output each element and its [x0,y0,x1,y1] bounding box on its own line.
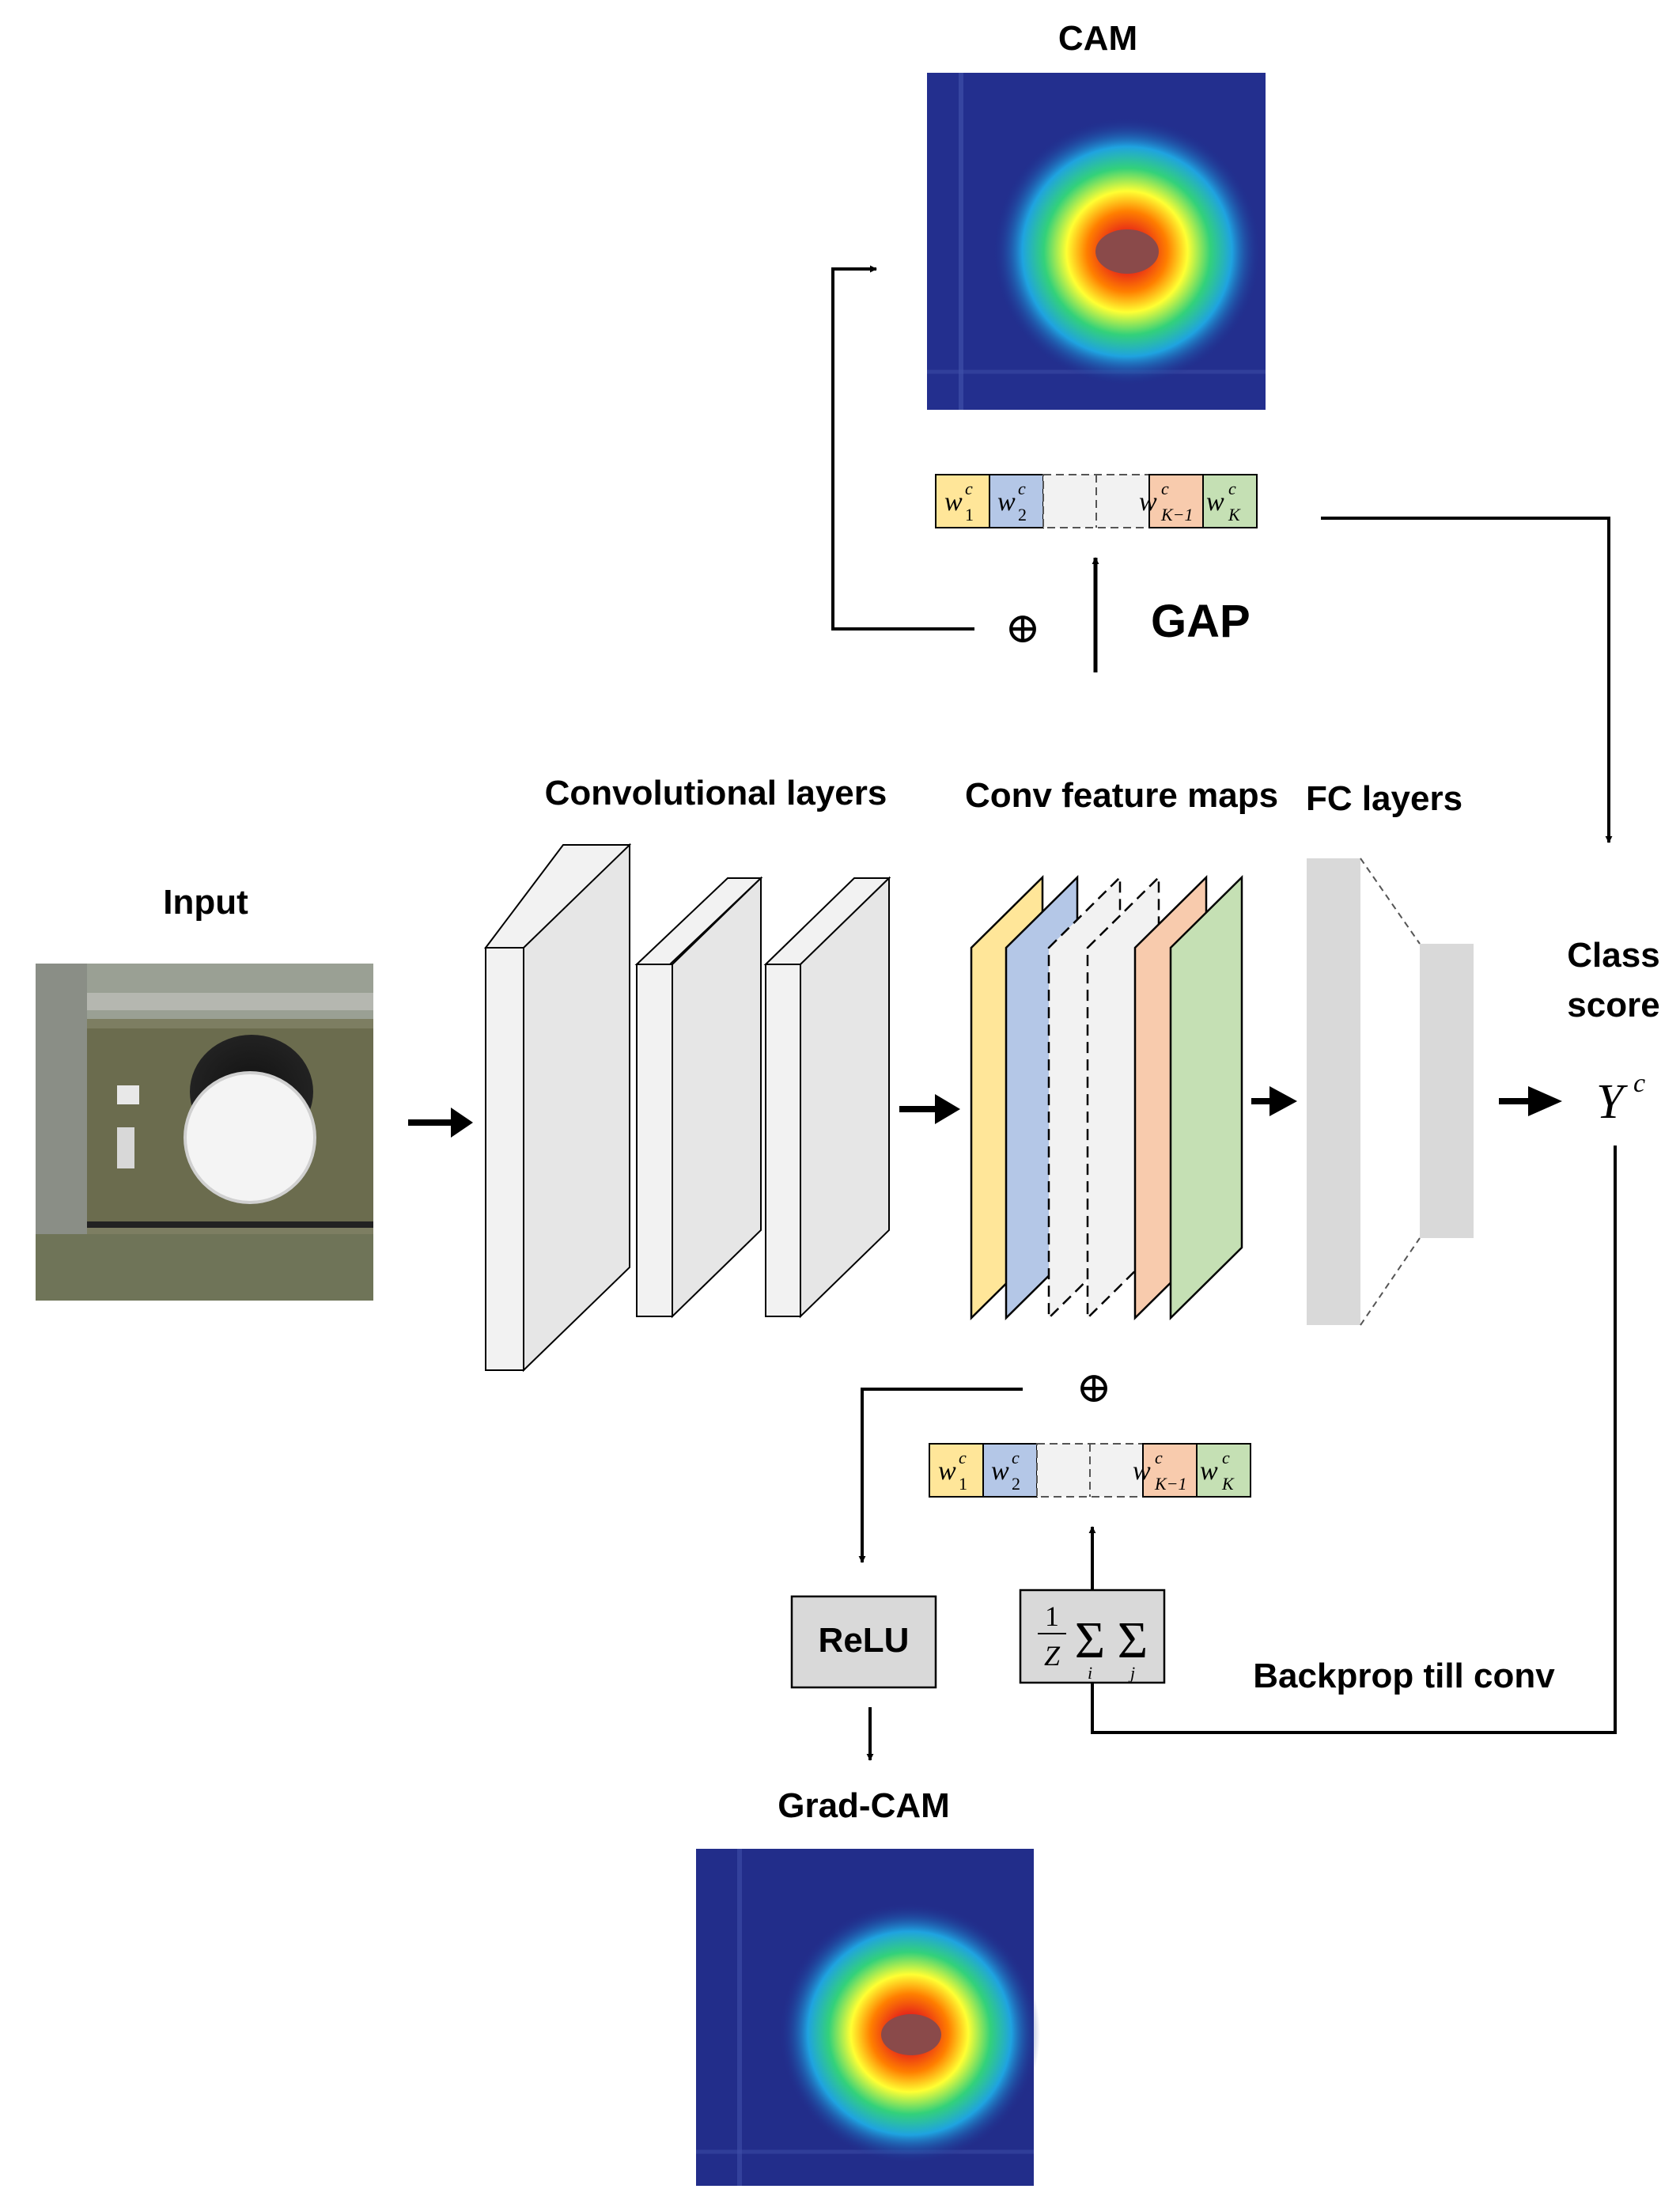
input-label: Input [163,883,248,922]
svg-text:1: 1 [1045,1600,1059,1632]
svg-text:K−1: K−1 [1154,1474,1187,1494]
svg-text:c: c [1018,479,1026,498]
svg-text:Σ: Σ [1075,1611,1105,1669]
svg-text:c: c [1012,1448,1020,1467]
cam-label: CAM [1058,19,1137,58]
gradcam-label: Grad-CAM [778,1786,950,1825]
svg-text:w: w [1133,1456,1151,1486]
relu-box: ReLU [790,1595,937,1689]
cam-oplus: ⊕ [1005,604,1040,652]
gradcam-heatmap [696,1849,1040,2186]
svg-text:w: w [1206,487,1224,517]
svg-text:K: K [1228,505,1241,524]
svg-text:1: 1 [959,1474,967,1494]
gradcam-weight-labels: w c 1 w c 2 w c K−1 w c K [938,1448,1235,1494]
svg-text:w: w [944,487,963,517]
weights-to-score-arrow [1321,517,1613,843]
class-score-label-line1: Class [1567,936,1659,975]
conv-layers-label: Convolutional layers [545,774,887,812]
svg-text:c: c [1228,479,1236,498]
fc-to-score-arrow [1499,1086,1562,1116]
gradcam-oplus: ⊕ [1076,1364,1111,1411]
svg-text:2: 2 [1012,1474,1020,1494]
svg-text:i: i [1088,1663,1092,1683]
maps-to-fc-arrow [1251,1086,1297,1116]
input-to-conv-arrow [408,1108,473,1138]
svg-text:K−1: K−1 [1160,505,1194,524]
conv-layer-3 [763,876,891,1319]
gap-label: GAP [1151,596,1251,647]
svg-text:K: K [1221,1474,1235,1494]
svg-text:c: c [959,1448,967,1467]
conv-layer-2 [634,876,763,1319]
backprop-path [1091,1146,1617,1734]
svg-text:c: c [1161,479,1169,498]
cam-weight-vector [935,474,1258,528]
conv-to-maps-arrow [899,1094,960,1124]
feature-map-stack [970,875,1243,1320]
svg-text:j: j [1128,1663,1135,1683]
input-image [36,964,373,1301]
cam-weight-labels: w c 1 w c 2 w c K−1 w c K [944,479,1241,524]
svg-text:w: w [938,1456,956,1486]
svg-text:w: w [991,1456,1009,1486]
svg-text:Σ: Σ [1118,1611,1148,1669]
svg-text:w: w [1139,487,1157,517]
cam-heatmap [927,73,1266,410]
class-score-label-line2: score [1567,986,1659,1024]
svg-text:c: c [1222,1448,1230,1467]
class-score-superscript: c [1633,1069,1645,1098]
relu-label: ReLU [819,1621,910,1660]
svg-text:c: c [965,479,973,498]
svg-text:1: 1 [965,505,974,524]
conv-feature-maps-label: Conv feature maps [965,776,1278,815]
class-score-symbol: Y [1596,1075,1628,1129]
fc-layers [1307,858,1474,1326]
svg-text:2: 2 [1018,505,1027,524]
backprop-label: Backprop till conv [1253,1657,1555,1695]
svg-text:w: w [1200,1456,1218,1486]
svg-text:w: w [997,487,1016,517]
normalization-box: 1 Z Σ i Σ j [1019,1589,1166,1684]
fc-layers-label: FC layers [1306,779,1462,818]
cam-combine-arrow [831,265,974,631]
gradcam-weight-vector [929,1443,1251,1498]
svg-text:c: c [1155,1448,1163,1467]
gradcam-combine-arrow [858,1388,1023,1563]
conv-layer-1 [483,843,632,1373]
svg-text:Z: Z [1044,1640,1061,1672]
